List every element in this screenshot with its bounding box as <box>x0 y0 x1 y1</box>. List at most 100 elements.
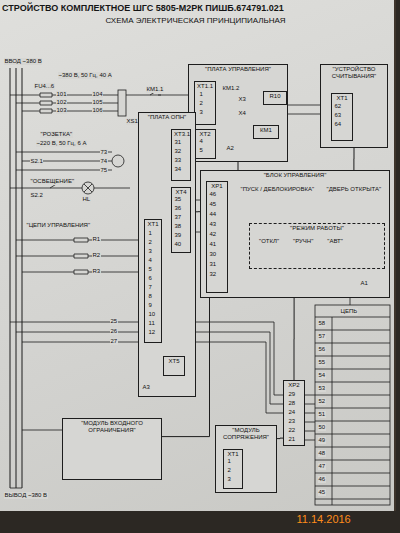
node-heading: XT2 <box>197 131 213 138</box>
mode-option: "АВТ" <box>327 238 343 245</box>
node-heading: "РЕЖИМ РАБОТЫ" <box>252 225 382 232</box>
wire-label: 27 <box>110 338 118 345</box>
wire-label: 57 <box>318 333 326 340</box>
wire-label: 25 <box>110 318 118 325</box>
wire-label: ЦЕПЬ <box>340 308 358 315</box>
table-frame <box>315 305 390 505</box>
wire-label: 12 <box>148 329 156 336</box>
wire-label: ВВОД ~380 В <box>4 58 42 65</box>
wire-label: ~220 В, 50 Гц, 6 А <box>36 140 87 147</box>
wire-label: 4 <box>148 257 152 264</box>
wire-label: 2 <box>199 100 203 107</box>
wire-label: 29 <box>288 391 296 398</box>
wire-label: 52 <box>318 398 326 405</box>
node-heading: XT1 <box>147 221 159 228</box>
wire-connector <box>353 148 354 170</box>
wire-label: 11 <box>148 320 155 327</box>
wire-label: 63 <box>334 112 342 119</box>
wire-label: 74 <box>100 158 108 165</box>
wire-label: HL <box>82 196 91 203</box>
wire-label: 5 <box>148 266 152 273</box>
wire-label: 101 <box>56 91 67 98</box>
schematic-subtitle: СХЕМА ЭЛЕКТРИЧЕСКАЯ ПРИНЦИПИАЛЬНАЯ <box>105 16 286 25</box>
node-heading: XT3.1 <box>174 131 188 138</box>
wire-label: 41 <box>209 241 217 248</box>
wire-label: 2 <box>148 239 152 246</box>
node-heading: XT1 <box>226 451 240 458</box>
wire-label: 37 <box>174 214 182 221</box>
lamp-circle <box>82 182 94 194</box>
wire-label: 103 <box>56 107 67 114</box>
wire-label: 3 <box>199 109 203 116</box>
wire-label: ~380 В, 50 Гц, 40 А <box>58 72 112 79</box>
wire-label: 62 <box>334 103 342 110</box>
wire-label: 46 <box>209 191 217 198</box>
wire-connector <box>238 162 239 170</box>
node-heading: "УСТРОЙСТВО СЧИТЫВАНИЯ" <box>323 66 385 80</box>
wire-label: 22 <box>288 427 296 434</box>
wire-label: 1 <box>148 230 152 237</box>
signal-table <box>315 305 390 505</box>
wire-label: 39 <box>174 232 182 239</box>
relay-coil: КМ1 <box>253 125 279 139</box>
node-heading: R10 <box>266 93 284 100</box>
wire-label: 31 <box>174 139 182 146</box>
wire-label: 33 <box>174 157 182 164</box>
wire-label: R3 <box>92 268 101 275</box>
wire-label: 35 <box>174 196 182 203</box>
node-heading: XT5 <box>166 358 182 365</box>
wire-label: 7 <box>148 284 152 291</box>
wire-label: R1 <box>92 236 101 243</box>
wire-label: 6 <box>148 275 152 282</box>
wire-label: 21 <box>288 436 296 443</box>
wire-label: S2.2 <box>30 192 43 199</box>
mode-switch: "РЕЖИМ РАБОТЫ""ОТКЛ""РУЧН""АВТ" <box>249 223 385 269</box>
wire-label: 49 <box>318 437 326 444</box>
resistor-box: R10 <box>263 91 287 105</box>
wire-label: 23 <box>288 418 296 425</box>
wire-label: 46 <box>318 476 326 483</box>
lamp-cross <box>84 184 92 192</box>
node-heading: XT1.1 <box>197 83 213 90</box>
wire-label: 31 <box>209 261 217 268</box>
wire-label: 43 <box>209 221 217 228</box>
wire-label: 104 <box>92 91 103 98</box>
socket-xs1 <box>118 90 126 116</box>
node-heading: XT1 <box>334 95 350 102</box>
schematic-title: СТРОЙСТВО КОМПЛЕКТНОЕ ШГС 5805-М2РК ПИШБ… <box>2 3 284 13</box>
node-heading: "ПЛАТА УПРАВЛЕНИЯ" <box>191 66 285 73</box>
node-heading: XP1 <box>209 183 225 190</box>
wire-label: 10 <box>148 311 156 318</box>
wire-connector <box>294 298 295 380</box>
wire-label: 32 <box>174 148 182 155</box>
mode-option: "ОТКЛ" <box>259 238 279 245</box>
wire-label: 42 <box>209 231 217 238</box>
wire-label: 34 <box>174 166 182 173</box>
module-box: "ПЛАТА ОПН"XT3.1XT4XT1XT5 <box>138 112 196 397</box>
terminal-strip: XT2 <box>194 129 216 159</box>
wire-label: 36 <box>174 205 182 212</box>
wire-label: 3 <box>148 248 152 255</box>
wire-label: 64 <box>334 121 342 128</box>
wire-label: XS1 <box>126 118 138 125</box>
wire-label: 51 <box>318 411 326 418</box>
date-stamp: 11.14.2016 <box>296 513 351 526</box>
wire-label: 54 <box>318 372 326 379</box>
wire-label: КМ1.1 <box>146 86 164 93</box>
wire-label: 8 <box>148 293 152 300</box>
node-heading: XT4 <box>174 189 188 196</box>
wall-edge <box>394 0 396 511</box>
wire-label: 4 <box>199 138 203 145</box>
node-heading: "МОДУЛЬ СОПРЯЖЕНИЯ" <box>218 427 274 441</box>
terminal-strip: XT3.1 <box>171 129 191 181</box>
wire-label: 56 <box>318 346 326 353</box>
wire-label: "ДВЕРЬ ОТКРЫТА" <box>326 186 382 193</box>
wire-label: 73 <box>100 149 108 156</box>
wire-label: 50 <box>318 424 326 431</box>
module-box: "МОДУЛЬ ВХОДНОГО ОГРАНИЧЕНИЯ" <box>62 418 162 480</box>
wire-label: 30 <box>209 251 217 258</box>
node-heading: "БЛОК УПРАВЛЕНИЯ" <box>203 172 387 179</box>
wire-label: 58 <box>318 320 326 327</box>
node-heading: "МОДУЛЬ ВХОДНОГО ОГРАНИЧЕНИЯ" <box>65 420 159 434</box>
wire-label: 24 <box>288 409 296 416</box>
